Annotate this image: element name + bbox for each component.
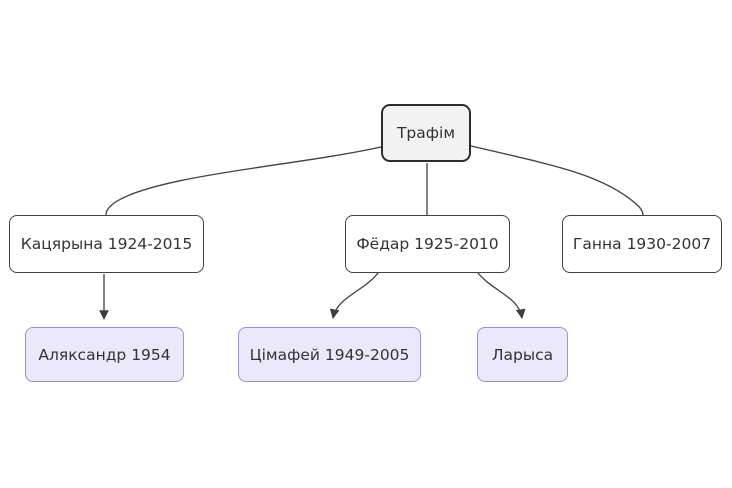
node-alyaksandr: Аляксандр 1954 xyxy=(25,327,184,382)
node-larysa: Ларыса xyxy=(477,327,568,382)
edge-fyodar-tsimafey xyxy=(329,272,379,319)
node-tsimafey: Цімафей 1949-2005 xyxy=(238,327,421,382)
edge-fyodar-larysa xyxy=(477,272,526,319)
node-trafim: Трафім xyxy=(381,104,471,162)
node-katsyaryna: Кацярына 1924-2015 xyxy=(9,215,204,273)
edge-trafim-katsyaryna xyxy=(105,146,382,216)
node-hanna: Ганна 1930-2007 xyxy=(562,215,722,273)
node-fyodar: Фёдар 1925-2010 xyxy=(345,215,510,273)
edge-trafim-hanna xyxy=(470,145,644,216)
